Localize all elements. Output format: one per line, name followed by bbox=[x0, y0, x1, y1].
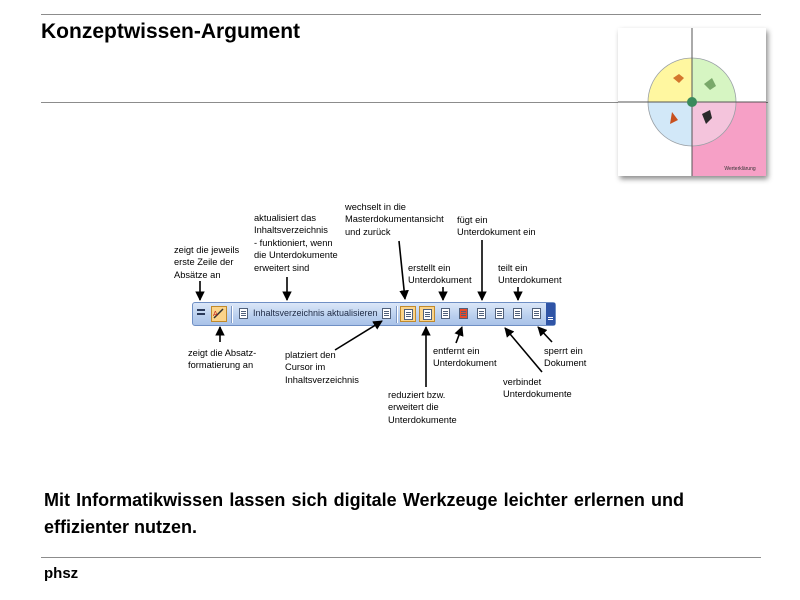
svg-text:A: A bbox=[213, 311, 218, 318]
master-view-button[interactable] bbox=[400, 306, 416, 322]
show-formatting-icon: A bbox=[213, 308, 224, 319]
logo-quadrant-tr-icon bbox=[704, 78, 716, 90]
lock-doc-button[interactable] bbox=[529, 306, 545, 322]
globe-icon bbox=[687, 97, 697, 107]
toc-update-label[interactable]: Inhaltsverzeichnis aktualisieren bbox=[253, 308, 378, 318]
split-subdoc-icon bbox=[513, 308, 522, 319]
show-formatting-button[interactable]: A bbox=[211, 306, 227, 322]
annotation-formatting: zeigt die Absatz-formatierung an bbox=[188, 348, 257, 371]
toc-update-icon bbox=[239, 308, 248, 319]
create-subdoc-button[interactable] bbox=[438, 306, 454, 322]
footer-rule bbox=[41, 557, 761, 558]
goto-toc-button[interactable] bbox=[379, 306, 395, 322]
slide-title: Konzeptwissen-Argument bbox=[41, 20, 301, 43]
arrow-merge-subdoc bbox=[504, 327, 543, 373]
collapse-expand-icon bbox=[423, 309, 432, 320]
create-subdoc-icon bbox=[441, 308, 450, 319]
insert-subdoc-icon bbox=[477, 308, 486, 319]
logo-quadrant-tr bbox=[692, 58, 736, 102]
logo-quadrant-tl bbox=[648, 58, 692, 102]
insert-subdoc-button[interactable] bbox=[474, 306, 490, 322]
logo-label-bottom-right: Werterklärung bbox=[724, 166, 756, 172]
remove-subdoc-button[interactable] bbox=[456, 306, 472, 322]
toolbar-separator bbox=[396, 306, 397, 323]
top-rule bbox=[41, 14, 761, 15]
toolbar-separator bbox=[231, 306, 232, 323]
logo: Werterklärung bbox=[618, 28, 766, 176]
goto-toc-icon bbox=[382, 308, 391, 319]
logo-quadrant-tl-icon bbox=[673, 74, 684, 83]
logo-quadrant-bl-icon bbox=[670, 112, 678, 124]
merge-subdoc-button[interactable] bbox=[492, 306, 508, 322]
logo-graphic: Werterklärung bbox=[618, 28, 766, 176]
logo-quadrant-br-icon bbox=[702, 110, 712, 124]
toc-update-button[interactable] bbox=[236, 306, 252, 322]
toolbar-options-icon[interactable] bbox=[546, 303, 555, 325]
arrow-remove-subdoc bbox=[454, 326, 464, 344]
arrow-master-view bbox=[398, 240, 409, 300]
logo-quadrant-br bbox=[692, 102, 736, 146]
collapse-expand-button[interactable] bbox=[419, 306, 435, 322]
outline-toolbar: A Inhaltsverzeichnis aktualisieren bbox=[192, 302, 556, 326]
remove-subdoc-icon bbox=[459, 308, 468, 319]
slide-statement: Mit Informatikwissen lassen sich digital… bbox=[44, 490, 684, 537]
split-subdoc-button[interactable] bbox=[510, 306, 526, 322]
lock-doc-icon bbox=[532, 308, 541, 319]
arrow-lock-doc bbox=[537, 326, 553, 343]
show-first-line-icon[interactable] bbox=[197, 309, 205, 311]
merge-subdoc-icon bbox=[495, 308, 504, 319]
footer-label: phsz bbox=[44, 565, 79, 582]
master-view-icon bbox=[404, 309, 413, 320]
title-underline bbox=[41, 102, 768, 103]
